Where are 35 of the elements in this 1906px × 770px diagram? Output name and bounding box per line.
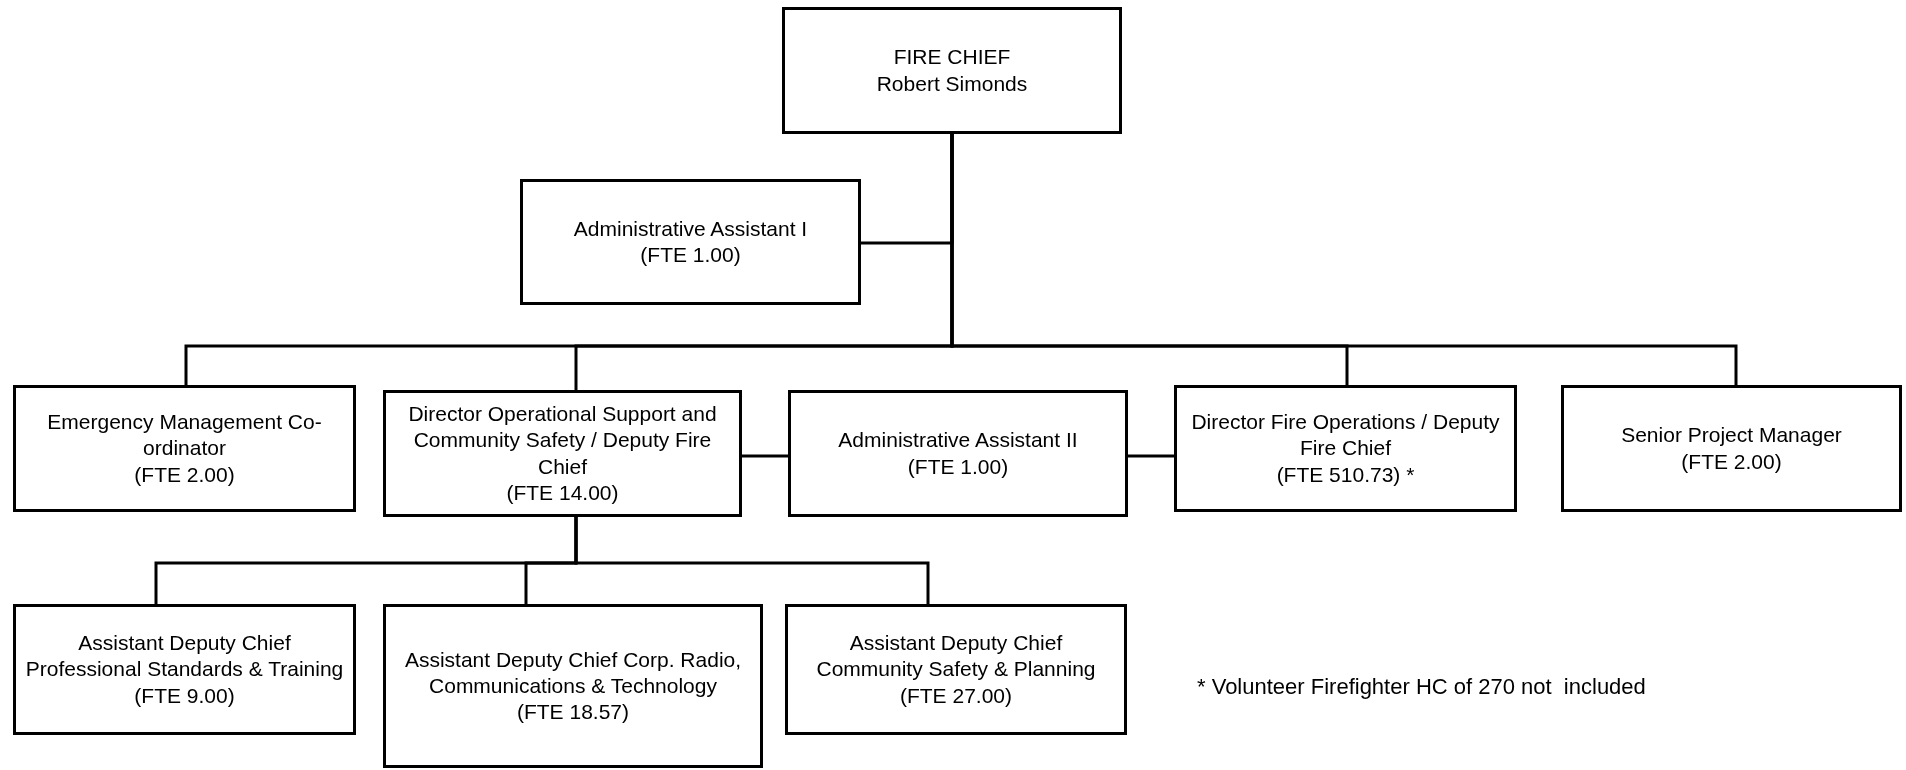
fte-text: (FTE 18.57): [516, 699, 629, 726]
fte-text: Robert Simonds: [876, 70, 1028, 97]
fte-text: (FTE 2.00): [1681, 448, 1782, 475]
fte-text: (FTE 2.00): [134, 461, 235, 488]
fte-text: (FTE 1.00): [907, 453, 1009, 480]
fte-text: (FTE 27.00): [899, 682, 1012, 709]
footnote: * Volunteer Firefighter HC of 270 not included: [1197, 674, 1646, 700]
position-box: [13, 385, 356, 512]
fte-text: (FTE 1.00): [640, 242, 741, 268]
position-title: Administrative Assistant II: [838, 427, 1078, 454]
position-box: [383, 390, 742, 517]
position-box: [1174, 385, 1517, 512]
connector-line: [574, 517, 930, 604]
connector-line: [950, 134, 1738, 385]
fte-text: (FTE 9.00): [134, 682, 235, 709]
connector-line: [1128, 454, 1174, 458]
position-title: FIRE CHIEF: [893, 44, 1011, 71]
position-box: [782, 7, 1122, 134]
fte-text: (FTE 14.00): [506, 479, 619, 506]
position-box: [383, 604, 763, 768]
position-title: Assistant Deputy Chief Corp. Radio, Communications & Technology: [403, 646, 743, 699]
position-title: Administrative Assistant I: [573, 215, 808, 242]
connector-line: [742, 454, 788, 458]
position-box: [520, 179, 861, 305]
position-title: Director Fire Operations / Deputy Fire Chief: [1190, 409, 1501, 462]
position-box: [788, 390, 1128, 517]
position-title: Assistant Deputy Chief Professional Standards & Training: [24, 630, 345, 683]
position-box: [1561, 385, 1902, 512]
position-title: Assistant Deputy Chief Community Safety & Planning: [815, 630, 1097, 683]
position-title: Senior Project Manager: [1621, 422, 1842, 449]
position-title: Director Operational Support and Community Safety / Deputy Fire Chief: [407, 401, 718, 480]
position-title: Emergency Management Co-ordinator: [46, 409, 323, 462]
position-box: [785, 604, 1127, 735]
position-box: [13, 604, 356, 735]
fte-text: (FTE 510.73) *: [1276, 461, 1415, 488]
